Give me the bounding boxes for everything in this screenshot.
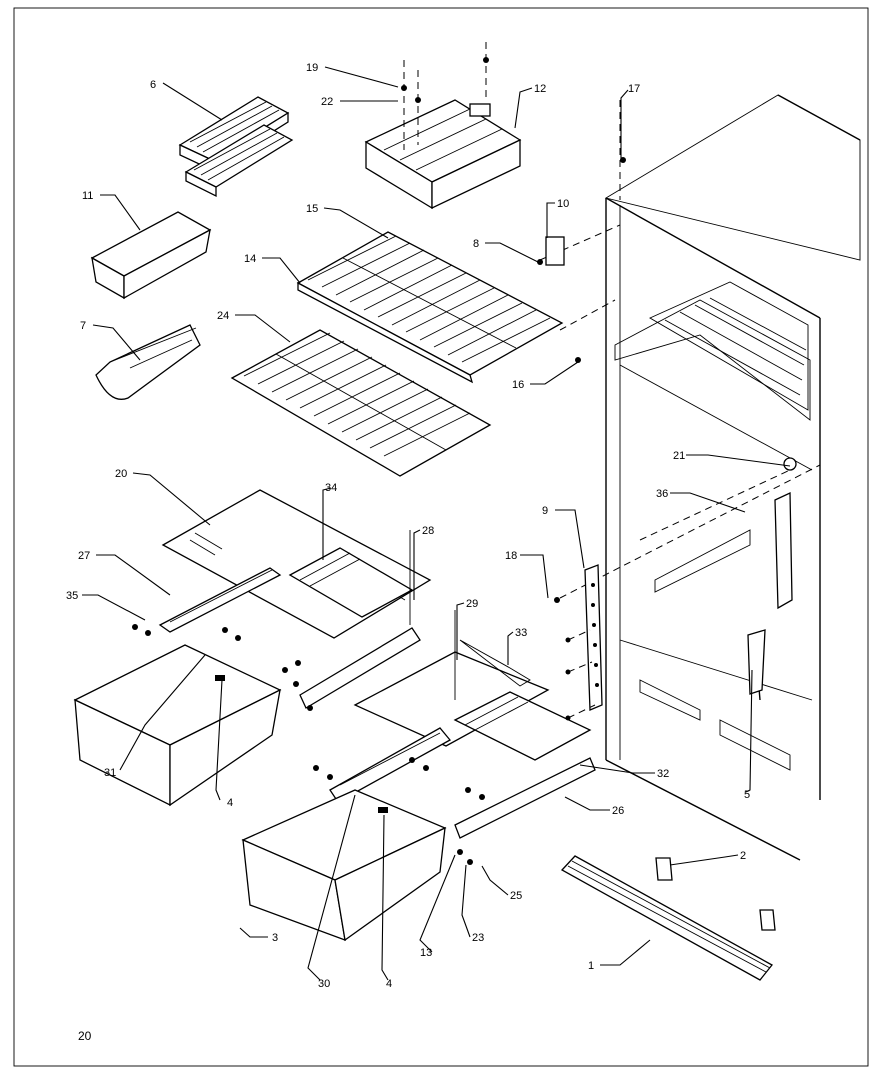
- freezer-bin: [90, 211, 212, 300]
- callout-13: 13: [420, 947, 432, 959]
- leader-lines: [82, 66, 791, 981]
- ice-trays: [178, 96, 294, 198]
- light-socket: [783, 457, 797, 471]
- callout-3: 3: [272, 932, 278, 944]
- callout-36: 36: [656, 488, 668, 500]
- callout-10: 10: [557, 198, 569, 210]
- callout-30: 30: [318, 978, 330, 990]
- callout-1: 1: [588, 960, 594, 972]
- freezer-wire-shelf: [296, 231, 564, 384]
- callout-21: 21: [673, 450, 685, 462]
- refrigerator-cabinet: [604, 94, 861, 861]
- callout-32: 32: [657, 768, 669, 780]
- callout-35: 35: [66, 590, 78, 602]
- hinge-bracket: [747, 629, 766, 695]
- toe-grille: [560, 855, 776, 981]
- callout-34: 34: [325, 482, 337, 494]
- callout-12: 12: [534, 83, 546, 95]
- callout-27: 27: [78, 550, 90, 562]
- callout-31: 31: [104, 767, 116, 779]
- callout-15: 15: [306, 203, 318, 215]
- door-bin: [95, 324, 201, 400]
- callout-labels: 6 19 22 12 17 11 10 8 15 14 7 24 16 20 2…: [66, 62, 750, 1043]
- callout-33: 33: [515, 627, 527, 639]
- crisper-drawer-lower: [241, 789, 447, 942]
- callout-14: 14: [244, 253, 256, 265]
- crisper-frame-lower: [329, 610, 550, 803]
- bracket: [545, 236, 565, 266]
- page-border: [13, 7, 869, 1067]
- callout-26: 26: [612, 805, 624, 817]
- callout-2: 2: [740, 850, 746, 862]
- callout-22: 22: [321, 96, 333, 108]
- shelf-rail: [584, 564, 603, 711]
- callout-24: 24: [217, 310, 229, 322]
- ice-bucket-bracket: [364, 99, 522, 210]
- callout-4-lower: 4: [386, 978, 392, 990]
- callout-7: 7: [80, 320, 86, 332]
- callout-25: 25: [510, 890, 522, 902]
- fresh-food-wire-shelf: [230, 329, 492, 477]
- callout-5: 5: [744, 789, 750, 801]
- callout-8: 8: [473, 238, 479, 250]
- callout-16: 16: [512, 379, 524, 391]
- callout-6: 6: [150, 79, 156, 91]
- callout-29: 29: [466, 598, 478, 610]
- crisper-frame-upper: [158, 530, 421, 709]
- page-number: 20: [78, 1029, 92, 1043]
- callout-23: 23: [472, 932, 484, 944]
- crisper-cover-lower: [453, 691, 596, 839]
- callout-9: 9: [542, 505, 548, 517]
- callout-18: 18: [505, 550, 517, 562]
- callout-19: 19: [306, 62, 318, 74]
- callout-11: 11: [82, 190, 93, 202]
- callout-17: 17: [628, 83, 640, 95]
- callout-20: 20: [115, 468, 127, 480]
- shelf-rail-right: [774, 491, 793, 610]
- crisper-cover-glass: [161, 489, 432, 639]
- callout-4-upper: 4: [227, 797, 233, 809]
- crisper-drawer-upper: [73, 644, 282, 807]
- callout-28: 28: [422, 525, 434, 537]
